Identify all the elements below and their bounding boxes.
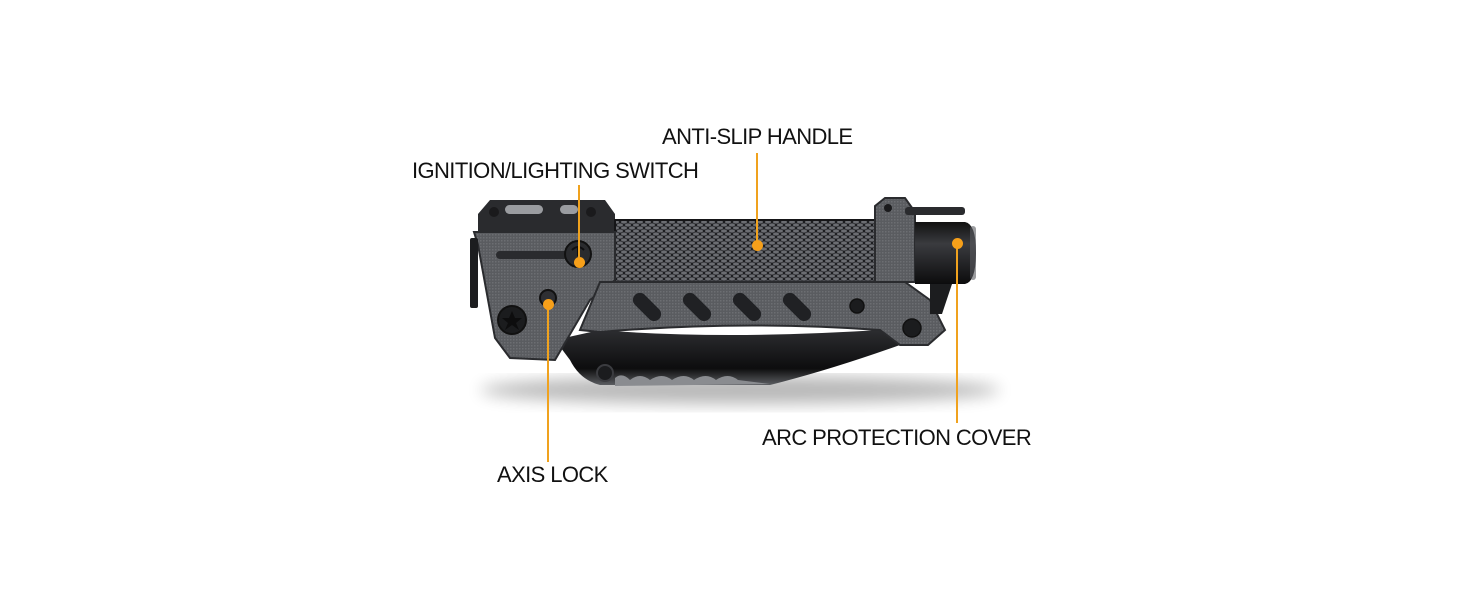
label-arc-protection-cover: ARC PROTECTION COVER [762, 425, 1032, 450]
leader-axis-lock [547, 304, 549, 462]
marker-dot-arc-protection-cover [952, 238, 963, 249]
leader-ignition-switch [578, 185, 580, 262]
leader-arc-protection-cover [956, 243, 958, 423]
leader-anti-slip-handle [756, 153, 758, 245]
label-anti-slip-handle: ANTI-SLIP HANDLE [662, 124, 853, 149]
marker-dot-ignition-switch [574, 257, 585, 268]
marker-dot-anti-slip-handle [752, 240, 763, 251]
marker-dot-axis-lock [543, 299, 554, 310]
label-axis-lock: AXIS LOCK [497, 462, 608, 487]
label-ignition-switch: IGNITION/LIGHTING SWITCH [412, 158, 699, 183]
